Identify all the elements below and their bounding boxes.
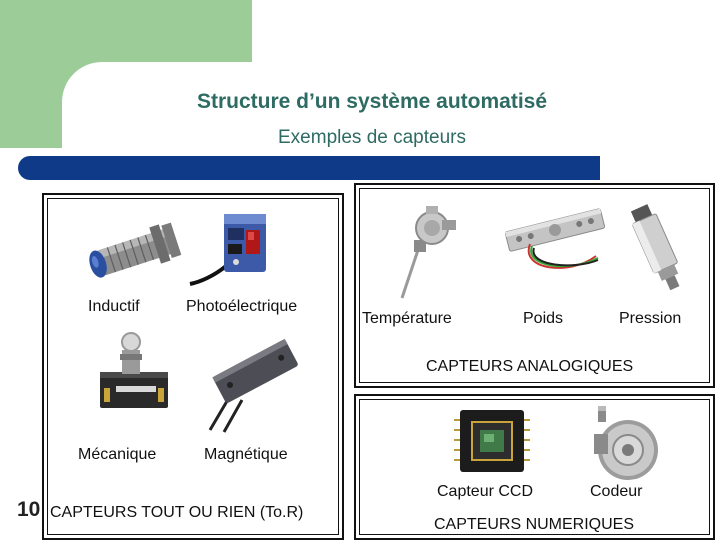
sensor-label-magnetique: Magnétique	[204, 446, 288, 463]
encoder-icon	[594, 406, 658, 480]
ccd-sensor-icon	[454, 410, 530, 472]
sensor-label-codeur: Codeur	[590, 483, 643, 500]
digital-sensors-box	[354, 394, 715, 540]
magnetic-sensor-icon	[208, 338, 298, 433]
mechanical-switch-icon	[100, 332, 168, 408]
sensor-label-pression: Pression	[619, 310, 682, 327]
sensor-label-photoelectrique: Photoélectrique	[186, 298, 298, 315]
title-divider-bar	[18, 156, 600, 180]
sensor-label-temperature: Température	[362, 310, 452, 327]
inductive-sensor-icon	[89, 222, 182, 278]
slide-title: Structure d’un système automatisé	[196, 90, 548, 113]
sensor-label-inductif: Inductif	[88, 298, 140, 315]
sensor-label-mecanique: Mécanique	[78, 446, 157, 463]
slide-number: 10	[17, 498, 41, 521]
tor-group-title: CAPTEURS TOUT OU RIEN (To.R)	[50, 504, 304, 521]
pressure-sensor-icon	[630, 204, 680, 291]
temperature-probe-icon	[400, 206, 456, 299]
load-cell-icon	[504, 208, 606, 269]
photoelectric-sensor-icon	[189, 214, 266, 286]
slide-subtitle: Exemples de capteurs	[278, 127, 466, 148]
sensor-label-capteur-ccd: Capteur CCD	[437, 483, 534, 500]
digital-group-title: CAPTEURS NUMERIQUES	[434, 516, 635, 533]
analog-group-title: CAPTEURS ANALOGIQUES	[426, 358, 634, 375]
sensor-label-poids: Poids	[523, 310, 564, 327]
